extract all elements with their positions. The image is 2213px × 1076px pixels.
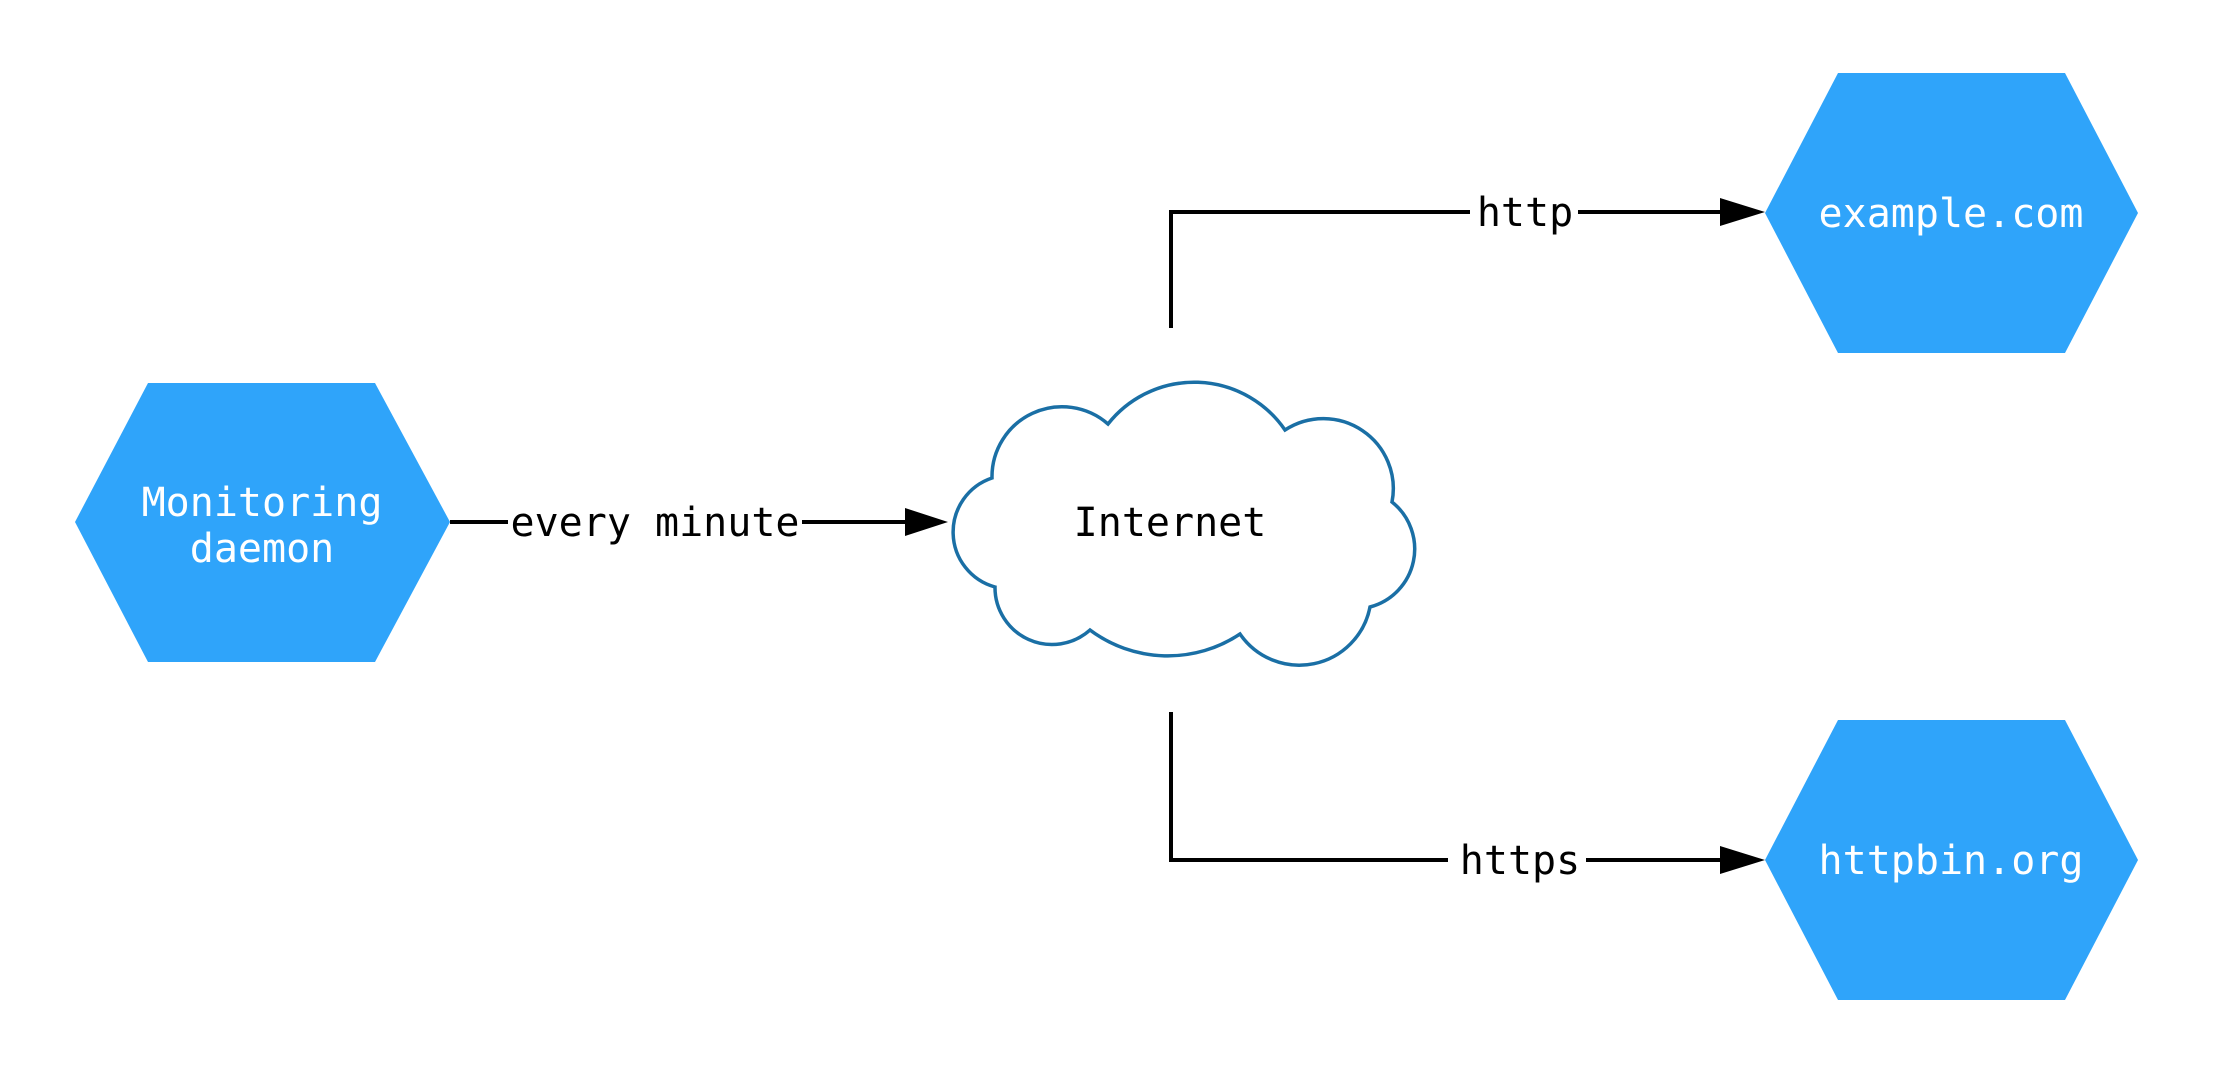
monitoring-daemon-label-line2: daemon [190, 526, 335, 572]
cloud-shape [951, 380, 1417, 667]
internet-label: Internet [1074, 500, 1267, 546]
edge-https-label: https [1460, 838, 1580, 884]
monitoring-daemon-hexagon [75, 383, 450, 662]
monitoring-daemon-node: Monitoring daemon [75, 383, 450, 662]
httpbin-org-node: httpbin.org [1765, 720, 2138, 1000]
edge-every-minute-label: every minute [511, 500, 800, 546]
edge-http-elbow [1169, 210, 1470, 328]
edge-https: https [1169, 712, 1765, 884]
example-com-node: example.com [1765, 73, 2138, 353]
monitoring-daemon-label-line1: Monitoring [142, 480, 383, 526]
edge-https-elbow [1169, 712, 1448, 862]
edge-every-minute: every minute [450, 500, 948, 546]
arrowhead-icon [1720, 198, 1765, 226]
arrowhead-icon [1720, 846, 1765, 874]
httpbin-org-label: httpbin.org [1819, 838, 2084, 884]
httpbin-org-hexagon [1765, 720, 2138, 1000]
edge-http-label: http [1477, 190, 1573, 236]
edge-http: http [1169, 190, 1765, 328]
arrowhead-icon [905, 508, 948, 536]
example-com-label: example.com [1819, 191, 2084, 237]
example-com-hexagon [1765, 73, 2138, 353]
internet-cloud-node: Internet [951, 380, 1417, 667]
